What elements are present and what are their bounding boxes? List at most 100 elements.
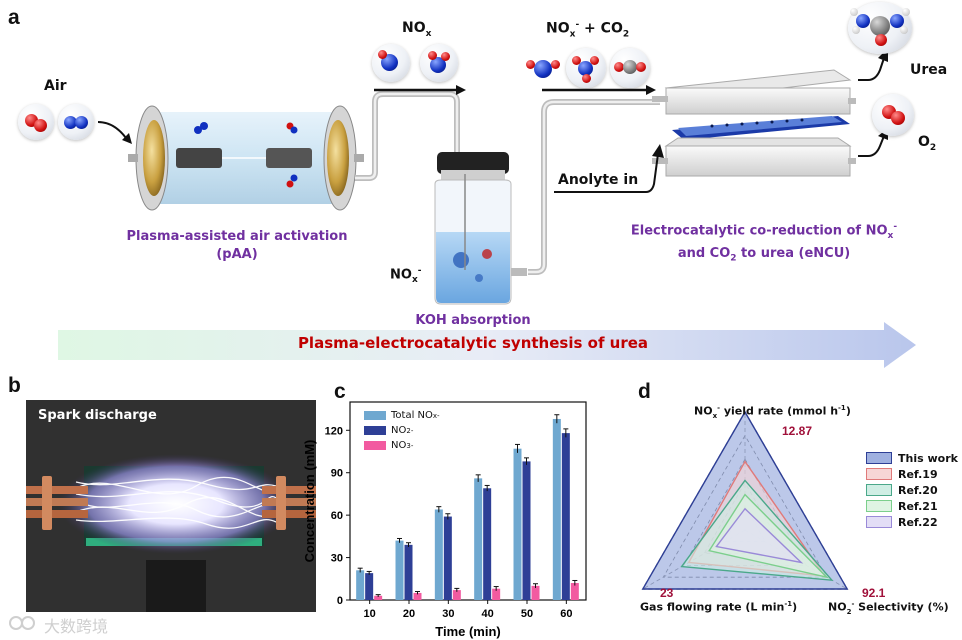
legend-swatch [364,441,386,450]
y-tick-label: 60 [331,510,343,522]
nox-ion-label: NOx- [390,266,422,285]
radar-axis-top-label: NOx- yield rate (mmol h-1) [694,404,851,420]
radar-legend-item: This work [866,450,958,466]
nitrite-ion-icon [524,54,564,84]
spark-discharge-photo [26,400,316,612]
x-axis-title: Time (min) [435,624,501,639]
radar-legend-swatch [866,452,892,464]
bar-total-nox--30 [434,509,443,600]
x-tick-label: 10 [364,608,376,620]
n2-molecule-icon [58,104,94,140]
radar-legend-swatch [866,468,892,480]
synthesis-banner-arrow [58,322,916,368]
bar-no3--10 [374,595,383,600]
o2-product-icon [872,94,914,136]
radar-legend-item: Ref.21 [866,498,958,514]
watermark-logo-icon [9,616,35,630]
liquid-tubing-icon [528,99,660,275]
radar-value-top: 12.87 [782,424,813,438]
bar-no2--10 [365,573,374,600]
radar-legend-swatch [866,500,892,512]
bar-total-nox--20 [395,540,404,600]
nox-co2-label: NOx- + CO2 [546,20,630,40]
radar-legend-item: Ref.19 [866,466,958,482]
radar-legend-swatch [866,484,892,496]
radar-value-right: 92.1 [862,586,886,600]
bar-total-nox--50 [513,448,522,600]
radar-legend-item: Ref.20 [866,482,958,498]
bar-no2--40 [483,488,492,600]
bar-no3--40 [492,588,501,600]
bar-no2--20 [404,544,413,600]
radar-axis-left-label: Gas flowing rate (L min-1) [640,600,798,614]
legend-swatch [364,426,386,435]
y-tick-label: 90 [331,468,343,480]
y-axis-title: Concentration (mM) [302,440,317,563]
bar-no3--50 [531,585,540,600]
koh-caption: KOH absorption [415,313,531,328]
o2-molecule-icon [18,104,54,140]
paa-caption: Plasma-assisted air activation (pAA) [102,228,372,264]
bar-no3--60 [570,583,579,600]
anolyte-arrow-icon [554,144,664,193]
urea-molecule-icon [848,2,912,54]
bar-total-nox--10 [356,570,365,600]
encu-caption-line1: Electrocatalytic co-reduction of NOx- [630,222,898,241]
air-inlet-arrow-icon [97,121,132,144]
bar-total-nox--60 [552,418,561,600]
x-tick-label: 20 [403,608,415,620]
koh-bottle-icon [434,152,527,305]
bar-total-nox--40 [474,478,483,600]
plot-frame [349,401,587,601]
bar-no2--60 [561,433,570,600]
mix-flow-arrow-icon [542,85,656,95]
nox-flow-arrow-icon [374,85,466,95]
panel-a-label: a [8,6,20,29]
spark-discharge-label: Spark discharge [38,408,157,423]
encu-caption-line2: and CO2 to urea (eNCU) [677,245,851,264]
anolyte-label: Anolyte in [558,172,639,188]
air-label: Air [44,78,67,94]
y-tick-label: 30 [331,553,343,565]
nox-gas-label: NOx [402,20,432,39]
watermark-text: 大数跨境 [44,617,109,636]
radar-legend-swatch [866,516,892,528]
y-tick-label: 0 [337,595,343,607]
nitrate-ion-icon [566,48,606,88]
radar-legend: This work Ref.19 Ref.20 Ref.21 Ref.22 [866,450,958,530]
legend-swatch [364,411,386,420]
x-tick-label: 40 [482,608,494,620]
radar-legend-item: Ref.22 [866,514,958,530]
paa-caption-line1: Plasma-assisted air activation [126,229,348,244]
x-tick-label: 30 [442,608,454,620]
radar-axis-right-label: NO2- Selectivity (%) [828,600,949,616]
bar-no2--50 [522,461,531,600]
radar-value-left: 23 [660,586,674,600]
x-tick-label: 50 [521,608,533,620]
bar-no2--30 [443,516,452,600]
bar-no3--20 [413,592,422,600]
y-tick-label: 120 [325,425,343,437]
urea-label: Urea [910,62,948,78]
radar-polygon-ref-22 [715,507,804,564]
no2-molecule-icon [420,44,458,82]
plasma-reactor-icon [128,105,364,211]
gas-tubing-icon [355,91,460,188]
paa-caption-line2: (pAA) [216,247,258,262]
co2-molecule-icon [610,48,650,88]
encu-caption: Electrocatalytic co-reduction of NOx- an… [614,218,914,268]
electrolyser-cell-icon [652,69,856,177]
panel-d-label: d [638,380,651,403]
panel-b-label: b [8,374,21,397]
bar-no3--30 [452,590,461,600]
synthesis-banner-text: Plasma-electrocatalytic synthesis of ure… [297,334,649,352]
panel-c-label: c [334,380,346,403]
x-tick-label: 60 [560,608,572,620]
no-molecule-icon [372,44,410,82]
radar-chart [641,410,849,590]
